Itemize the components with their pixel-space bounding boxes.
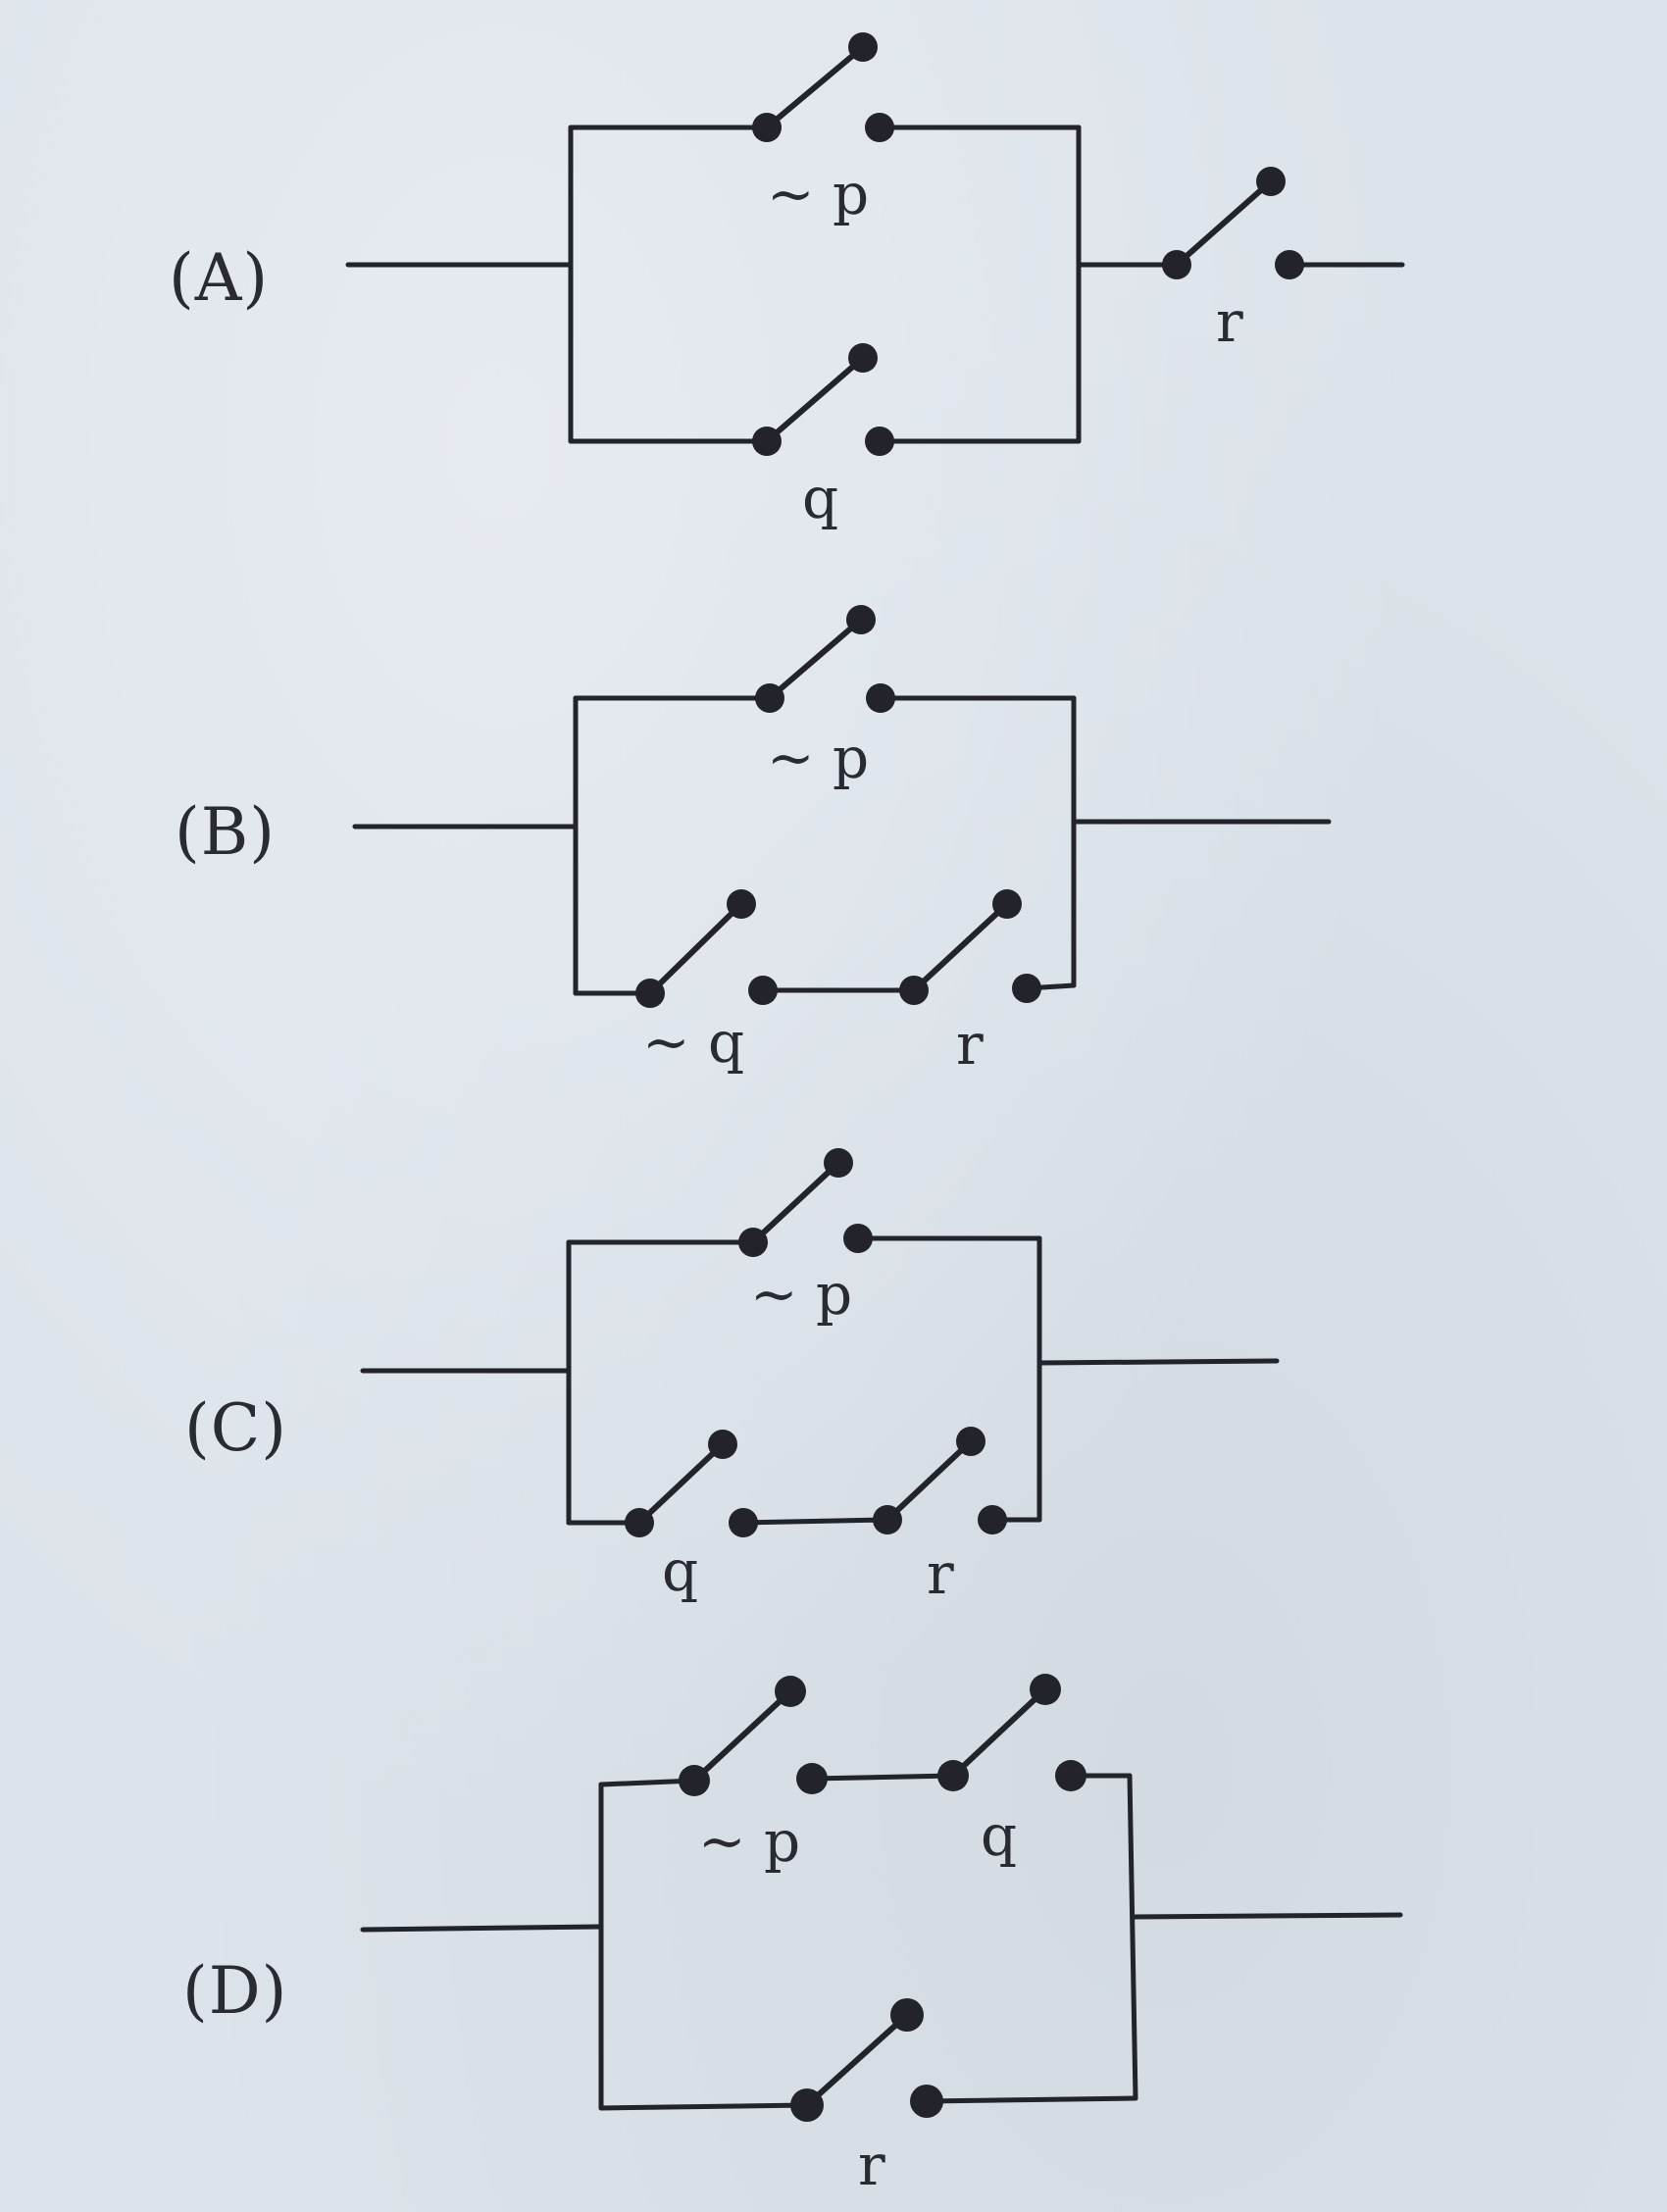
circuit-c-bottom-wire-middle	[740, 1517, 890, 1526]
circuit-d-parallel-right-rail	[1127, 1773, 1138, 2101]
circuit-d-bottom-wire-right	[924, 2095, 1138, 2104]
switch-open-contact	[748, 976, 778, 1005]
switch-label-not-q: ~ q	[642, 1009, 744, 1076]
switch-open-contact	[1275, 250, 1304, 279]
switch-open-contact	[865, 113, 894, 142]
switch-pivot-contact	[679, 1765, 710, 1796]
switch-q	[625, 1430, 758, 1537]
switch-open-contact	[796, 1763, 828, 1794]
switch-pivot-contact	[752, 427, 782, 456]
switch-pivot-contact	[1162, 250, 1191, 279]
circuit-c: ~ p q r	[360, 1148, 1280, 1607]
switch-pivot-contact	[752, 113, 782, 142]
switch-not-p	[752, 32, 894, 142]
switch-q	[937, 1674, 1086, 1791]
switch-label-not-p: ~ p	[767, 725, 869, 791]
switch-label-not-p: ~ p	[750, 1261, 852, 1328]
switch-q	[752, 343, 894, 456]
switch-pivot-contact	[755, 683, 784, 713]
switch-blade-tip	[775, 1676, 806, 1707]
switch-blade-tip	[1256, 167, 1286, 196]
circuit-d-input-wire	[360, 1924, 604, 1933]
switch-blade-tip	[890, 1998, 924, 2032]
switch-r	[899, 889, 1041, 1005]
circuit-b: ~ p ~ q r	[352, 605, 1332, 1078]
switch-r	[873, 1427, 1007, 1534]
switch-label-r: r	[1216, 288, 1243, 355]
switch-blade-tip	[848, 343, 878, 373]
option-label-b: (B)	[175, 794, 276, 870]
switch-pivot-contact	[635, 979, 665, 1008]
switch-pivot-contact	[738, 1228, 768, 1257]
switch-blade-tip	[846, 605, 876, 634]
switch-blade-tip	[708, 1430, 737, 1459]
switch-label-q: q	[981, 1802, 1017, 1869]
switch-blade-tip	[992, 889, 1022, 919]
switch-label-not-p: ~ p	[767, 161, 869, 227]
switch-label-not-p: ~ p	[698, 1808, 800, 1875]
circuit-d: ~ p q r	[360, 1674, 1403, 2198]
circuit-c-output-wire	[1036, 1358, 1280, 1366]
switch-not-p	[755, 605, 895, 713]
option-label-a: (A)	[169, 240, 270, 316]
switch-open-contact	[865, 427, 894, 456]
switch-label-r: r	[927, 1540, 954, 1607]
switch-r	[1162, 167, 1304, 279]
switch-open-contact	[910, 2085, 943, 2118]
switch-open-contact	[729, 1508, 758, 1537]
option-label-c: (C)	[184, 1390, 287, 1466]
circuit-d-bottom-wire-left	[598, 2102, 810, 2111]
switch-label-q: q	[802, 465, 838, 531]
switch-open-contact	[843, 1224, 873, 1253]
switch-pivot-contact	[790, 2088, 824, 2122]
switch-blade-tip	[824, 1148, 853, 1178]
switch-pivot-contact	[937, 1760, 969, 1791]
switch-not-q	[635, 889, 778, 1008]
switch-label-r: r	[956, 1011, 984, 1078]
switch-open-contact	[1055, 1760, 1086, 1791]
switch-open-contact	[866, 683, 895, 713]
switch-blade-tip	[848, 32, 878, 62]
option-label-d: (D)	[182, 1953, 288, 2029]
switch-blade-tip	[727, 889, 756, 919]
switch-not-p	[738, 1148, 873, 1257]
switch-open-contact	[1012, 974, 1041, 1003]
switch-blade-tip	[956, 1427, 985, 1456]
switch-label-r: r	[858, 2132, 885, 2198]
switch-not-p	[679, 1676, 828, 1796]
switch-blade-tip	[1030, 1674, 1061, 1705]
switch-pivot-contact	[873, 1505, 902, 1534]
switch-pivot-contact	[899, 976, 929, 1005]
switch-open-contact	[978, 1505, 1007, 1534]
circuit-d-output-wire	[1130, 1912, 1403, 1920]
circuit-a: ~ p q r	[345, 32, 1405, 531]
circuit-d-top-wire-middle	[809, 1773, 956, 1782]
switch-label-q: q	[662, 1537, 698, 1604]
switch-pivot-contact	[625, 1508, 654, 1537]
switch-r	[790, 1998, 943, 2122]
